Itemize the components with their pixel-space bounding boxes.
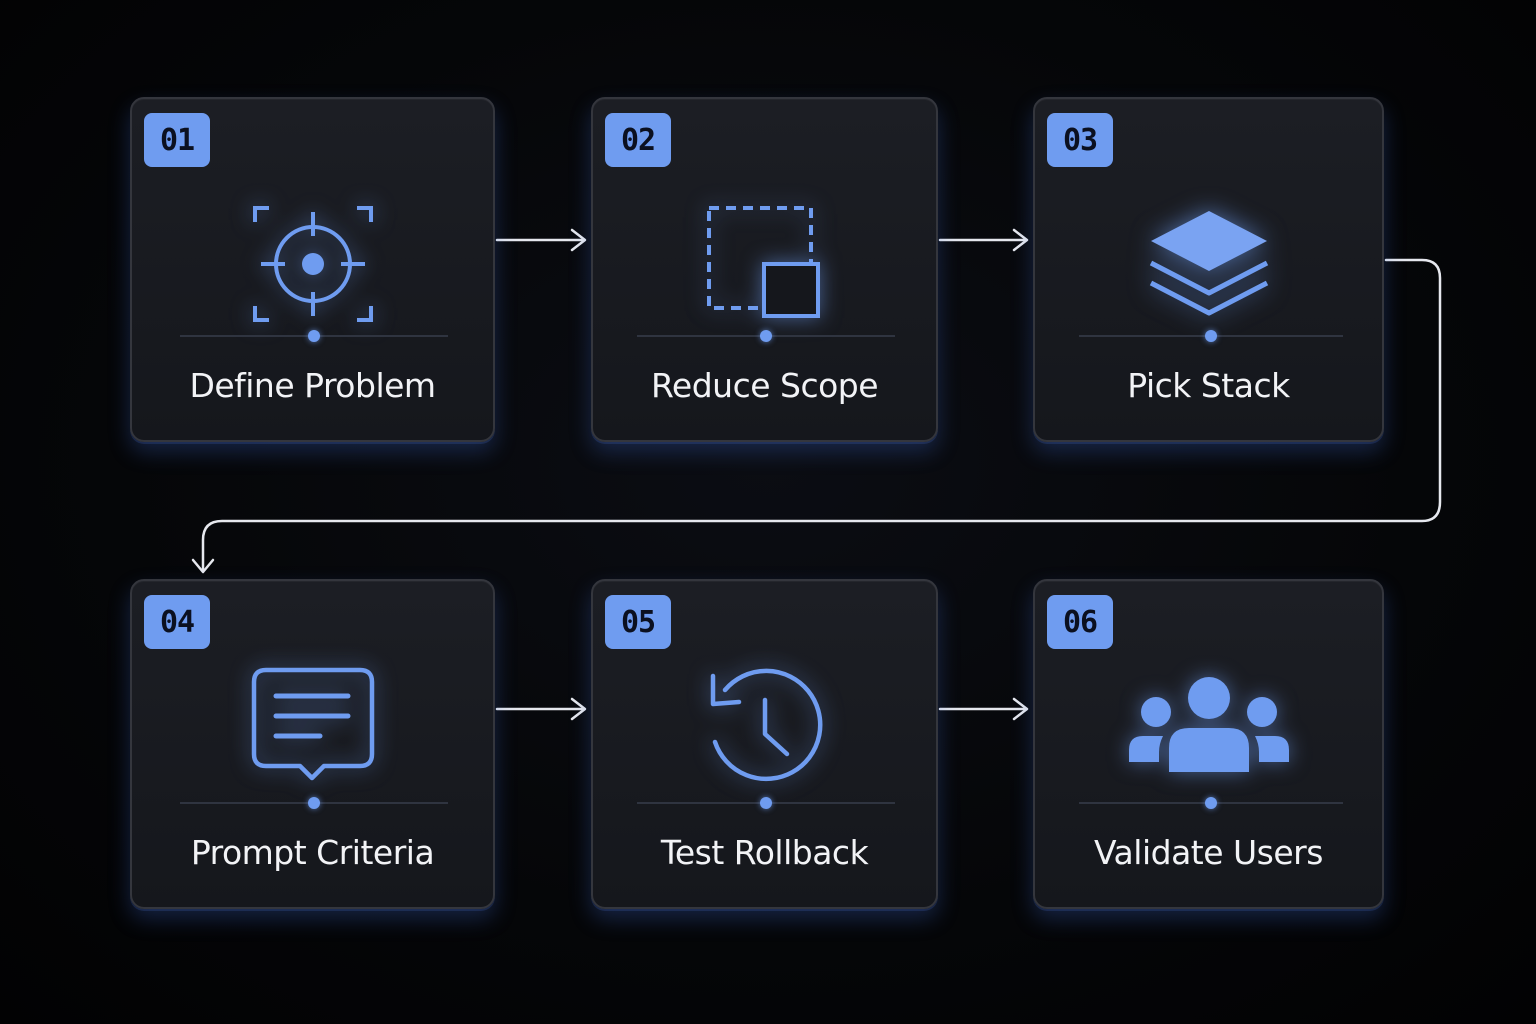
arrow-01-02	[495, 228, 587, 252]
users-icon	[1035, 621, 1382, 831]
message-icon	[132, 621, 493, 831]
arrow-02-03	[938, 228, 1029, 252]
step-number-badge: 04	[144, 595, 210, 649]
history-icon	[593, 621, 936, 831]
divider-dot	[308, 797, 320, 809]
step-label: Prompt Criteria	[190, 833, 435, 872]
divider-dot	[760, 330, 772, 342]
step-card-02: 02 Reduce Scope	[591, 97, 938, 442]
step-label: Pick Stack	[1127, 366, 1290, 405]
step-number-badge: 01	[144, 113, 210, 167]
step-label: Test Rollback	[660, 833, 869, 872]
arrow-04-05	[495, 697, 587, 721]
reduce-scope-icon	[593, 159, 936, 369]
arrow-05-06	[938, 697, 1029, 721]
arrow-03-04	[191, 258, 1442, 574]
step-label: Define Problem	[189, 366, 436, 405]
step-card-05: 05 Test Rollback	[591, 579, 938, 909]
step-label: Reduce Scope	[650, 366, 879, 405]
divider-dot	[1205, 797, 1217, 809]
step-number-badge: 02	[605, 113, 671, 167]
target-crosshair-icon	[132, 159, 493, 369]
divider-dot	[1205, 330, 1217, 342]
step-card-06: 06 Validate Users	[1033, 579, 1384, 909]
step-number-badge: 05	[605, 595, 671, 649]
step-card-03: 03 Pick Stack	[1033, 97, 1384, 442]
step-card-04: 04 Prompt Criteria	[130, 579, 495, 909]
divider-dot	[760, 797, 772, 809]
step-label: Validate Users	[1094, 833, 1323, 872]
layers-icon	[1035, 159, 1382, 369]
step-card-01: 01 Define Problem	[130, 97, 495, 442]
divider-dot	[308, 330, 320, 342]
step-number-badge: 03	[1047, 113, 1113, 167]
step-number-badge: 06	[1047, 595, 1113, 649]
